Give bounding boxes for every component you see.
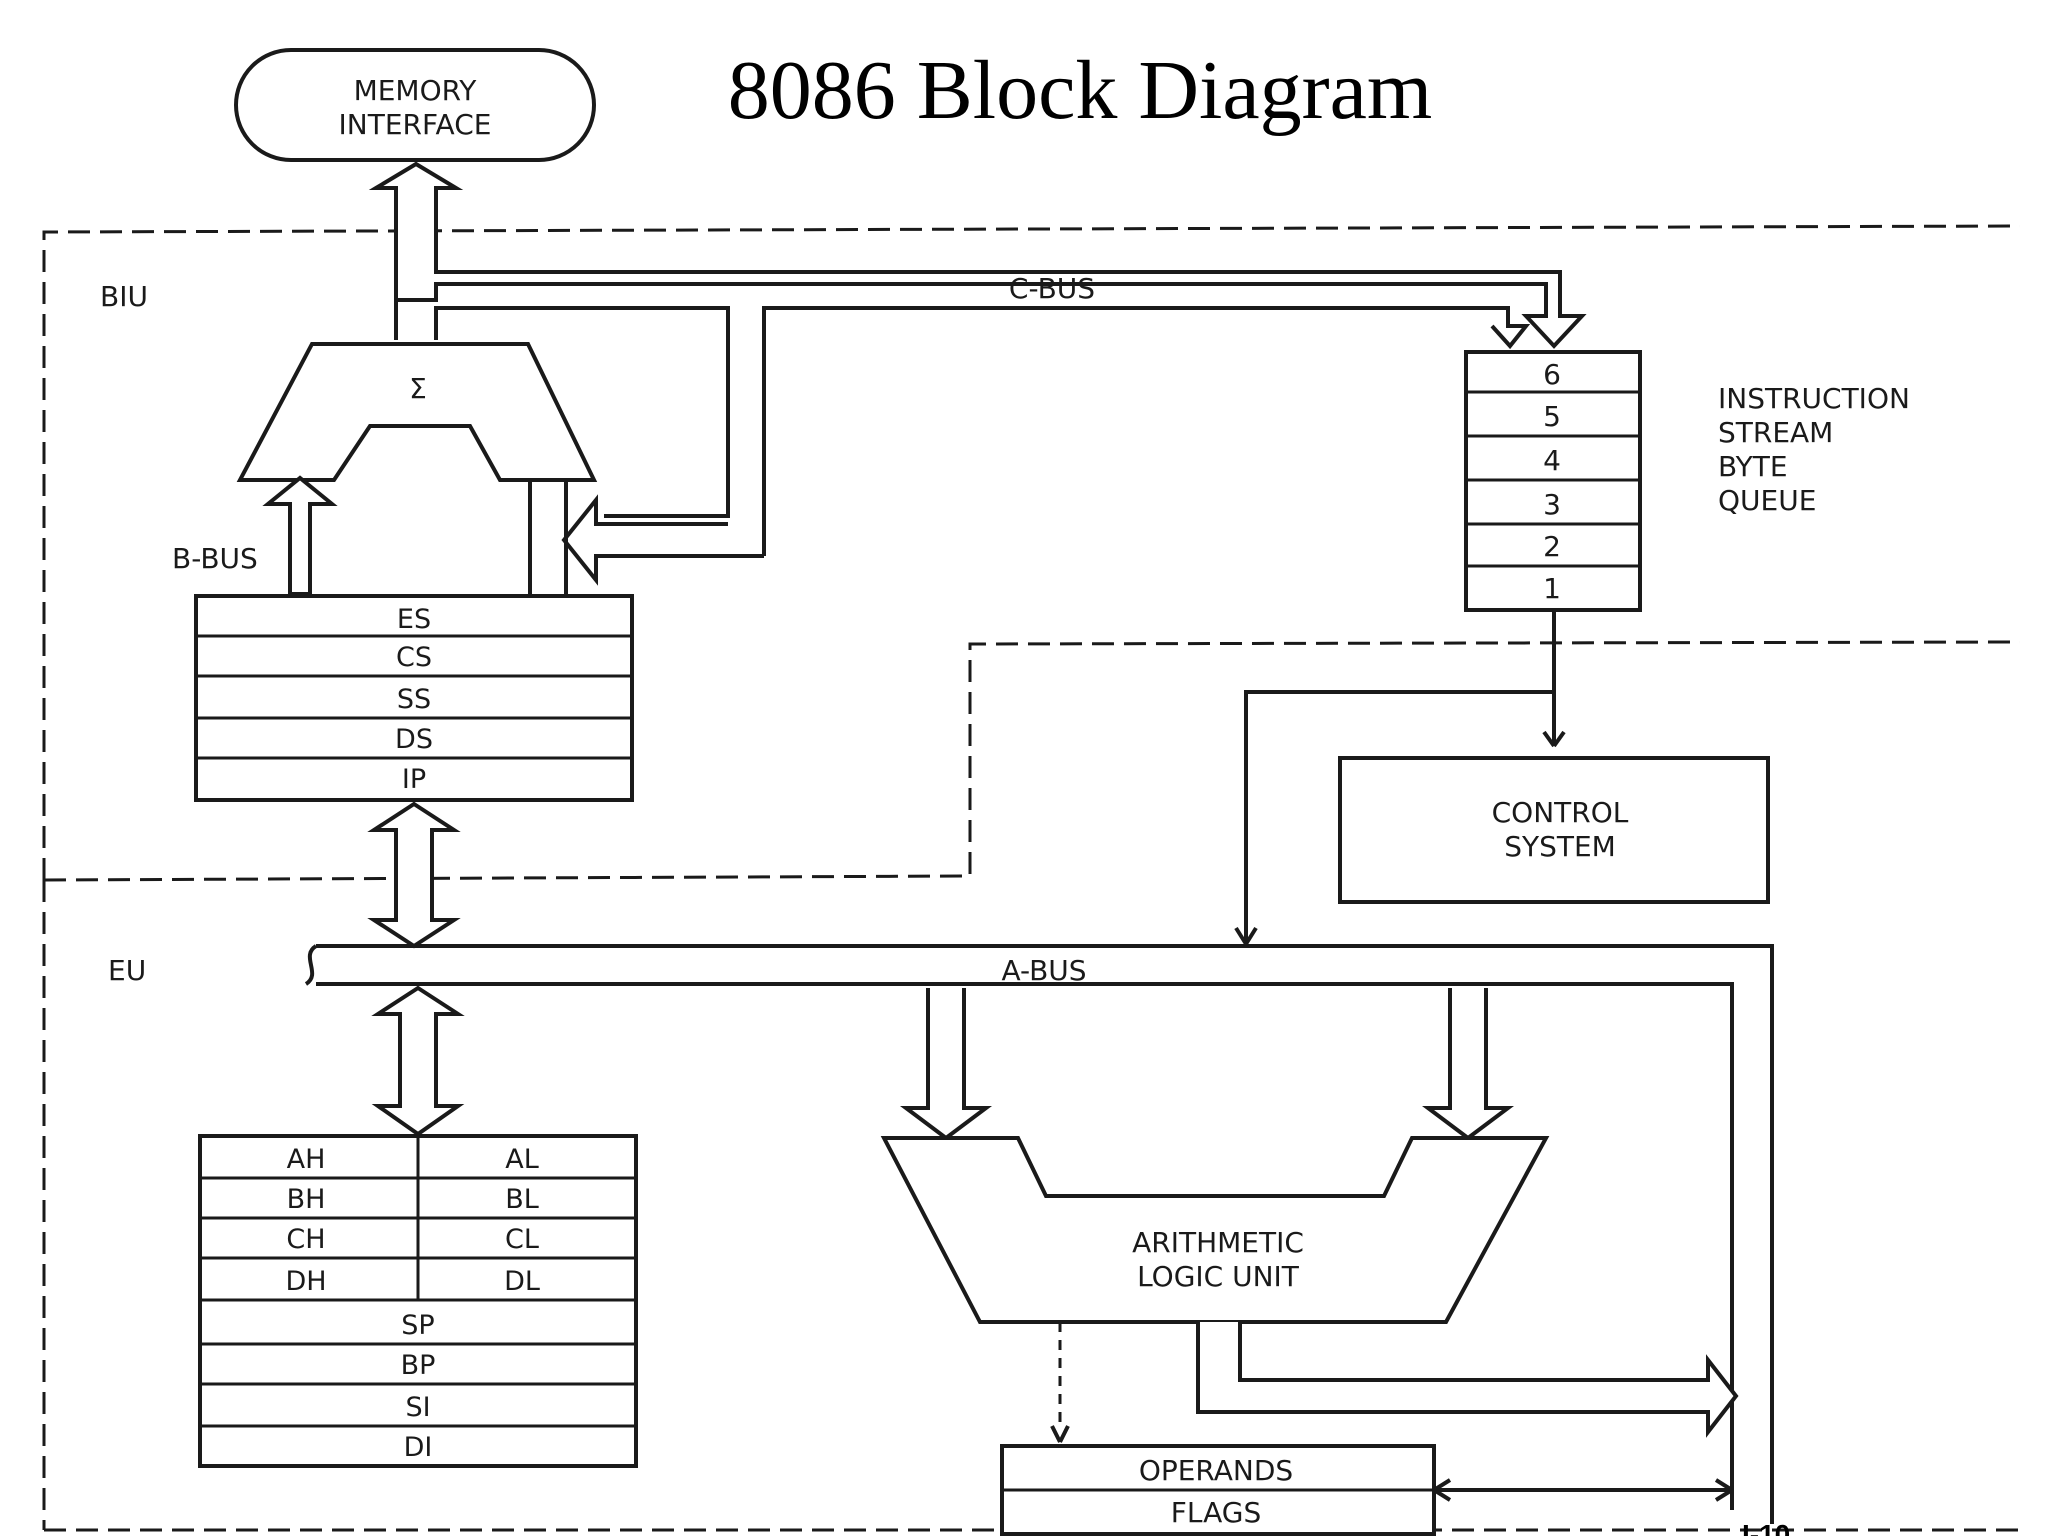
alu-output-arrow bbox=[1196, 1322, 1739, 1438]
register-ss: SS bbox=[397, 684, 431, 715]
register-cs: CS bbox=[396, 642, 432, 673]
queue-slot-5: 5 bbox=[1543, 400, 1561, 433]
svg-text:LOGIC UNIT: LOGIC UNIT bbox=[1137, 1260, 1300, 1293]
register-bp: BP bbox=[401, 1350, 436, 1381]
flags-label: FLAGS bbox=[1171, 1496, 1261, 1529]
page-title: 8086 Block Diagram bbox=[728, 44, 1433, 137]
flags-bus-line bbox=[1432, 1478, 1734, 1502]
general-registers: AH AL BH BL CH CL DH DL SP BP SI DI bbox=[198, 1134, 638, 1468]
b-bus-up-arrow bbox=[262, 475, 338, 596]
c-bus-label: C-BUS bbox=[1009, 272, 1095, 305]
register-dl: DL bbox=[504, 1266, 540, 1297]
c-bus-to-sigma-arrow bbox=[561, 494, 764, 586]
svg-text:Σ: Σ bbox=[409, 372, 427, 405]
svg-text:ARITHMETIC: ARITHMETIC bbox=[1132, 1226, 1304, 1259]
svg-text:INTERFACE: INTERFACE bbox=[339, 108, 492, 141]
queue-slot-1: 1 bbox=[1543, 572, 1561, 605]
register-di: DI bbox=[404, 1432, 433, 1463]
biu-boundary bbox=[42, 224, 2021, 882]
svg-text:STREAM: STREAM bbox=[1718, 416, 1833, 449]
register-dh: DH bbox=[285, 1266, 326, 1297]
memory-interface: MEMORY INTERFACE bbox=[234, 48, 596, 162]
sigma-adder: Σ bbox=[236, 342, 598, 482]
alu: ARITHMETIC LOGIC UNIT bbox=[880, 1136, 1550, 1324]
c-bus-path-2 bbox=[762, 306, 1531, 556]
queue-slot-6: 6 bbox=[1543, 358, 1561, 391]
segment-registers: ES CS SS DS IP bbox=[194, 594, 634, 802]
register-ds: DS bbox=[395, 724, 433, 755]
svg-text:BYTE: BYTE bbox=[1718, 450, 1788, 483]
register-al: AL bbox=[505, 1144, 539, 1175]
control-system: CONTROL SYSTEM bbox=[1338, 756, 1770, 904]
a-bus-label: A-BUS bbox=[1001, 954, 1086, 987]
operands-label: OPERANDS bbox=[1139, 1454, 1293, 1487]
register-bl: BL bbox=[505, 1184, 539, 1215]
svg-text:CONTROL: CONTROL bbox=[1492, 796, 1629, 829]
svg-text:INSTRUCTION: INSTRUCTION bbox=[1718, 382, 1910, 415]
queue-slot-4: 4 bbox=[1543, 444, 1561, 477]
queue-to-control-line bbox=[1542, 610, 1566, 748]
a-bus bbox=[316, 944, 1774, 1524]
c-bus-path bbox=[434, 306, 730, 518]
abus-registers-double-arrow bbox=[371, 985, 465, 1137]
register-ch: CH bbox=[286, 1224, 325, 1255]
sigma-return-lines bbox=[528, 480, 568, 594]
svg-text:SYSTEM: SYSTEM bbox=[1504, 830, 1616, 863]
page-number: I-10 bbox=[1742, 1519, 1790, 1536]
queue-to-abus-line bbox=[1234, 690, 1554, 946]
queue-slot-3: 3 bbox=[1543, 488, 1561, 521]
register-ip: IP bbox=[402, 764, 426, 795]
eu-label: EU bbox=[108, 954, 146, 987]
register-sp: SP bbox=[401, 1310, 434, 1341]
register-ah: AH bbox=[287, 1144, 326, 1175]
register-bh: BH bbox=[287, 1184, 326, 1215]
register-si: SI bbox=[405, 1392, 430, 1423]
register-es: ES bbox=[397, 604, 431, 635]
register-cl: CL bbox=[505, 1224, 539, 1255]
queue-slot-2: 2 bbox=[1543, 530, 1561, 563]
b-bus-label: B-BUS bbox=[172, 542, 258, 575]
svg-text:QUEUE: QUEUE bbox=[1718, 484, 1816, 517]
eu-boundary bbox=[42, 880, 2020, 1532]
biu-eu-double-arrow bbox=[367, 801, 461, 949]
operands-flags: OPERANDS FLAGS bbox=[1000, 1444, 1436, 1536]
instruction-queue: 6 5 4 3 2 1 bbox=[1464, 350, 1642, 612]
biu-label: BIU bbox=[100, 280, 148, 313]
alu-input-arrow-left bbox=[900, 988, 992, 1141]
instruction-queue-label: INSTRUCTION STREAM BYTE QUEUE bbox=[1718, 382, 1910, 517]
svg-text:MEMORY: MEMORY bbox=[354, 74, 478, 107]
alu-operands-arrowhead bbox=[1050, 1425, 1070, 1443]
alu-input-arrow-right bbox=[1422, 988, 1514, 1141]
memory-bus-arrow bbox=[368, 161, 1587, 349]
a-bus-break bbox=[304, 944, 318, 986]
